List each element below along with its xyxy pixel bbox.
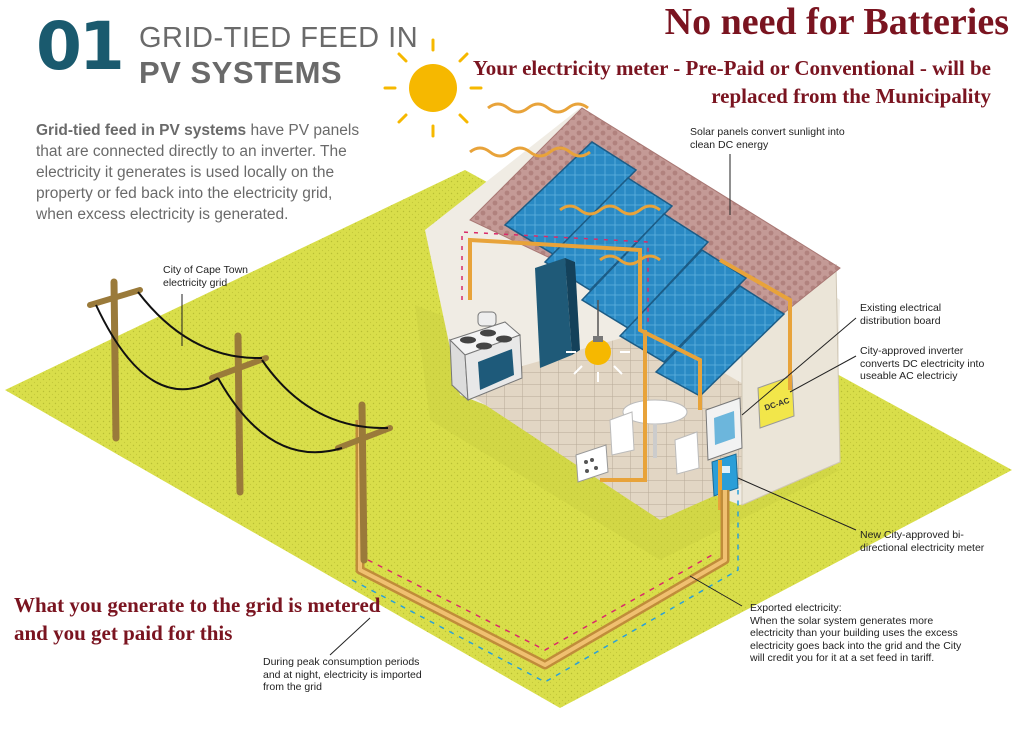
export-arrows — [367, 554, 713, 651]
label-meter: New City-approved bi-directional electri… — [860, 529, 985, 554]
stove — [449, 311, 523, 402]
headline-meter-replaced: Your electricity meter - Pre-Paid or Con… — [472, 56, 991, 108]
label-solar-panels: Solar panels convert sunlight into clean… — [690, 126, 845, 151]
export-title: Exported electricity: — [750, 602, 842, 614]
house-cable — [468, 237, 792, 510]
sun-icon — [383, 38, 483, 138]
label-exported-electricity: Exported electricity: When the solar sys… — [750, 602, 968, 665]
sun-rays — [469, 102, 661, 266]
power-lines — [95, 291, 389, 454]
house-export-arrows — [461, 231, 649, 322]
label-inverter: City-approved inverter converts DC elect… — [860, 345, 985, 382]
title-line-1: GRID-TIED FEED IN — [139, 22, 419, 54]
intro-paragraph: Grid-tied feed in PV systems have PV pan… — [36, 120, 371, 225]
light-bulb — [566, 300, 630, 382]
bi-directional-meter — [711, 453, 739, 497]
wall-socket — [575, 444, 609, 483]
headline-grid-metered: What you generate to the grid is metered… — [14, 593, 381, 645]
label-city-grid: City of Cape Town electricity grid — [163, 264, 249, 289]
table-and-chairs — [609, 399, 700, 475]
inverter-box: DC-AC — [757, 375, 795, 429]
headline-no-batteries: No need for Batteries — [664, 1, 1009, 43]
power-poles — [87, 278, 393, 564]
label-imported-electricity: During peak consumption periods and at n… — [263, 656, 422, 693]
distribution-board — [705, 397, 743, 461]
intro-bold: Grid-tied feed in PV systems — [36, 122, 247, 139]
section-number: 01 — [36, 8, 125, 85]
intro-text: have PV panels that are connected direct… — [36, 122, 360, 223]
grass-ground — [5, 170, 1012, 708]
label-distribution-board: Existing electrical distribution board — [860, 302, 942, 327]
fridge — [535, 258, 580, 368]
leader-lines — [181, 154, 857, 656]
title-line-2: PV SYSTEMS — [139, 55, 343, 90]
export-text: When the solar system generates more ele… — [750, 614, 962, 665]
